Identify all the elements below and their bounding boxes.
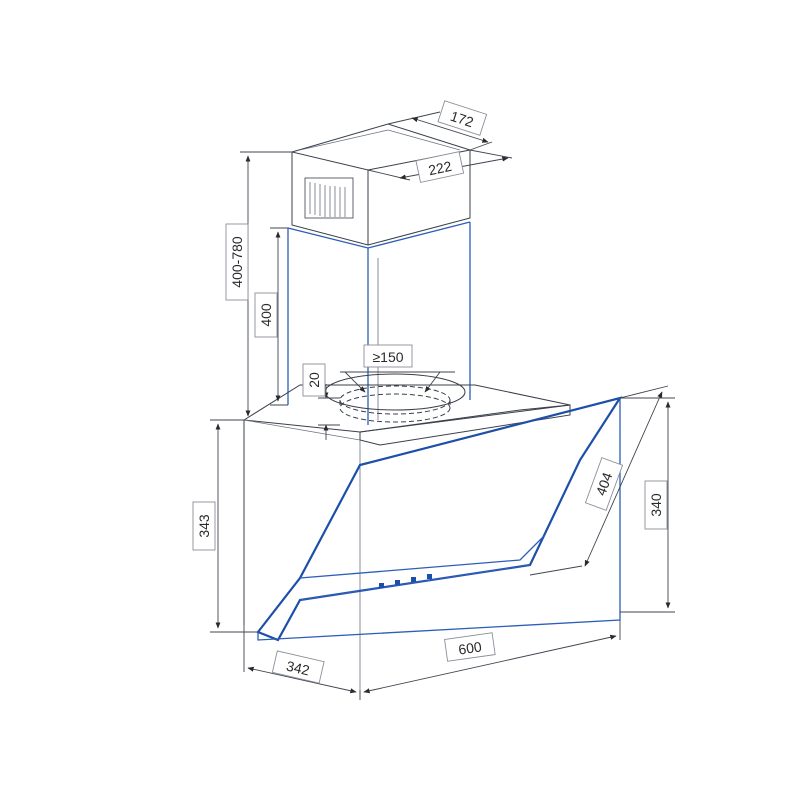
- svg-text:600: 600: [457, 638, 483, 657]
- dimension-lines: [210, 111, 675, 700]
- svg-text:342: 342: [285, 658, 312, 679]
- label-hood-width: 600: [444, 632, 496, 662]
- svg-text:404: 404: [592, 470, 615, 498]
- label-duct-height-range: 400-780: [225, 223, 249, 301]
- duct-vent-slots: [304, 177, 354, 219]
- svg-text:172: 172: [448, 108, 475, 131]
- control-panel-buttons: [379, 574, 432, 588]
- label-hood-depth: 342: [271, 650, 325, 684]
- svg-text:400: 400: [258, 303, 274, 327]
- hood-top-body: [242, 373, 571, 446]
- outlet-ring: [324, 373, 466, 423]
- svg-text:222: 222: [427, 158, 453, 179]
- svg-text:≥150: ≥150: [372, 349, 403, 365]
- svg-text:343: 343: [196, 514, 212, 538]
- dimension-labels: 172 222 400-780 400 20 ≥150 343 404: [192, 100, 668, 684]
- svg-text:400-780: 400-780: [229, 236, 245, 288]
- label-hood-height: 343: [192, 501, 216, 551]
- label-outlet-offset: 20: [302, 363, 326, 397]
- svg-text:340: 340: [648, 493, 664, 517]
- chimney-duct: [287, 123, 471, 425]
- label-duct-width: 222: [415, 151, 465, 183]
- glass-front: [256, 396, 623, 642]
- svg-text:20: 20: [306, 372, 322, 388]
- label-duct-depth: 172: [437, 100, 488, 136]
- label-glass-diagonal: 404: [584, 457, 624, 511]
- hood-panel: [243, 396, 623, 690]
- label-duct-lower: 400: [254, 292, 278, 338]
- label-outlet-diameter: ≥150: [363, 344, 413, 368]
- label-front-height: 340: [644, 480, 668, 530]
